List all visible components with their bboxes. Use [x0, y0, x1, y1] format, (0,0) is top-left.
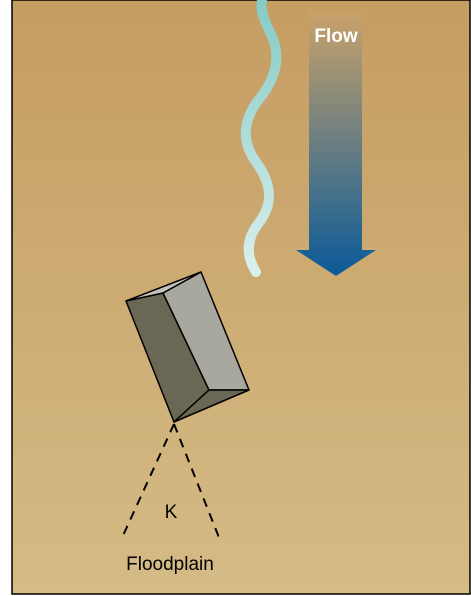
background-panel: [12, 0, 470, 594]
flow-label: Flow: [314, 26, 357, 47]
floodplain-label: Floodplain: [126, 554, 214, 575]
angle-label: K: [165, 502, 178, 523]
